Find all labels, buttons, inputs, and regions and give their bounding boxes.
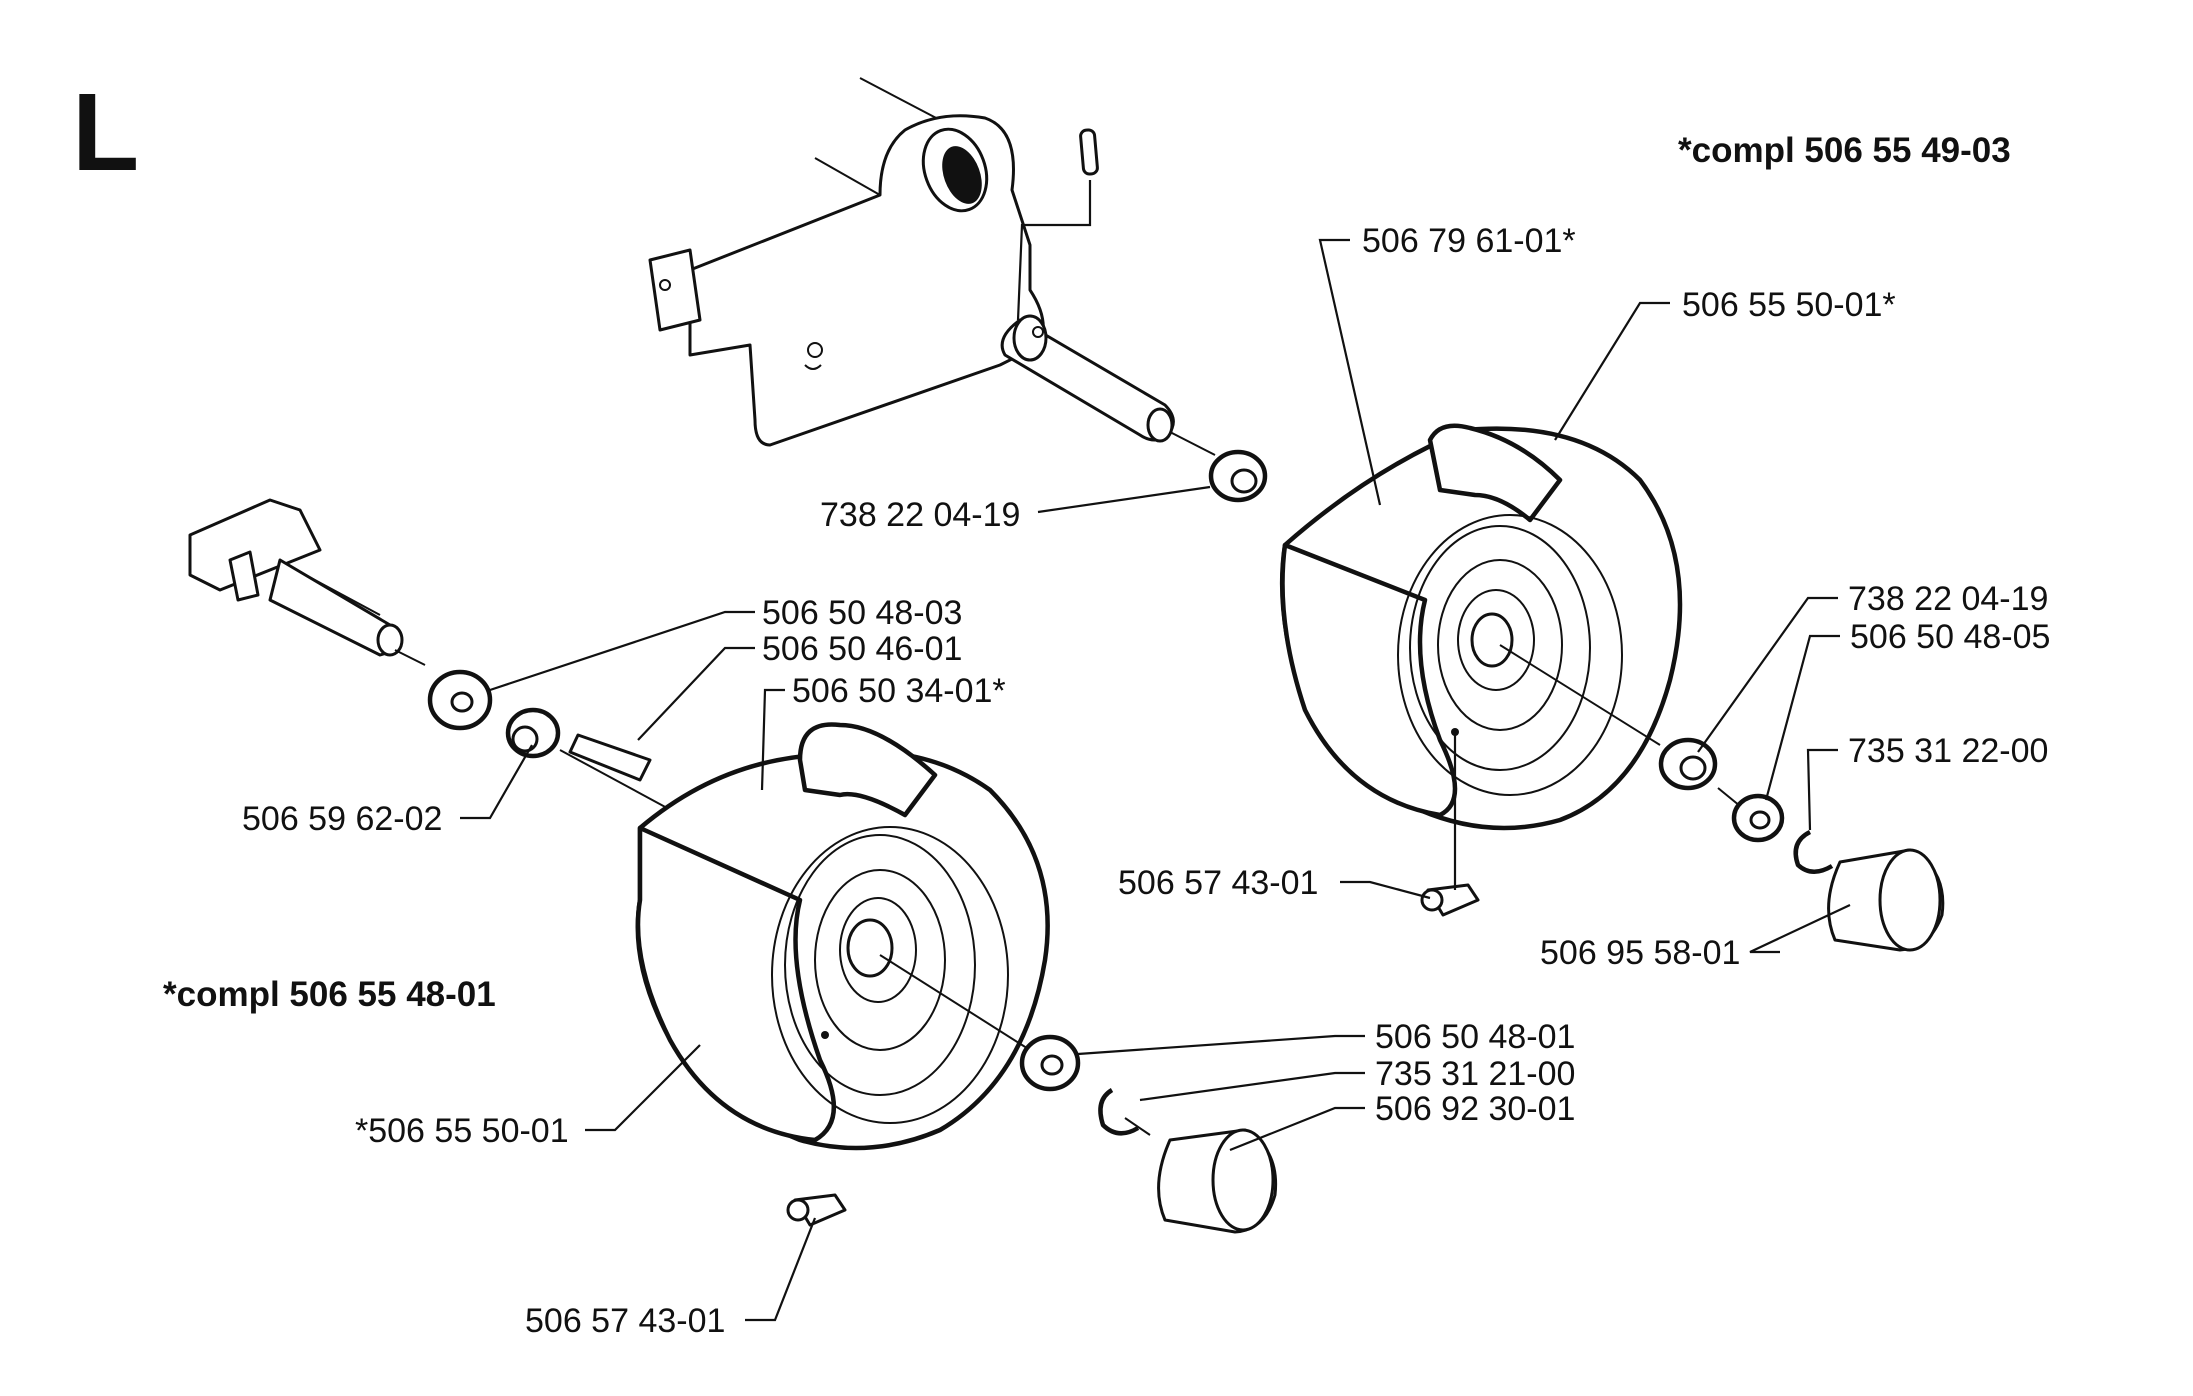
valve-506-57-43-01-right — [1420, 883, 1480, 917]
label-506-57-43-01-right: 506 57 43-01 — [1118, 864, 1318, 902]
bearing-738-22-04-19-right — [1658, 737, 1718, 791]
label-506-57-43-01-left: 506 57 43-01 — [525, 1302, 725, 1340]
hubcap-506-95-58-01 — [1827, 848, 1945, 952]
label-506-50-34-01: 506 50 34-01* — [792, 672, 1006, 710]
label-506-55-50-01-left: *506 55 50-01 — [355, 1112, 569, 1150]
hubcap-506-92-30-01 — [1157, 1128, 1278, 1234]
bushing-506-59-62-02 — [505, 707, 561, 759]
label-506-92-30-01: 506 92 30-01 — [1375, 1090, 1575, 1128]
assembly-label-right: *compl 506 55 49-03 — [1678, 131, 2011, 170]
washer-506-50-48-05 — [1731, 793, 1785, 843]
label-506-59-62-02: 506 59 62-02 — [242, 800, 442, 838]
assembly-label-left: *compl 506 55 48-01 — [163, 975, 496, 1014]
label-506-50-46-01: 506 50 46-01 — [762, 630, 962, 668]
left-axle-shaft — [188, 498, 426, 666]
washer-506-50-48-01 — [1019, 1034, 1081, 1092]
key-506-50-46-01 — [568, 733, 652, 782]
label-506-95-58-01: 506 95 58-01 — [1540, 934, 1740, 972]
label-506-55-50-01: 506 55 50-01* — [1682, 286, 1896, 324]
clip-735-31-22-00 — [1793, 829, 1834, 874]
valve-506-57-43-01-left — [786, 1193, 847, 1227]
right-wheel — [1279, 423, 1683, 831]
label-506-79-61-01: 506 79 61-01* — [1362, 222, 1576, 260]
clip-735-31-21-00 — [1098, 1088, 1151, 1136]
label-735-31-21-00: 735 31 21-00 — [1375, 1055, 1575, 1093]
leader-lines — [460, 180, 1851, 1322]
washer-506-50-48-03 — [427, 669, 493, 731]
label-735-31-22-00: 735 31 22-00 — [1848, 732, 2048, 770]
section-letter: L — [72, 71, 139, 194]
label-738-22-04-19-right: 738 22 04-19 — [1848, 580, 2048, 618]
label-506-50-48-05: 506 50 48-05 — [1850, 618, 2050, 656]
left-wheel — [635, 722, 1050, 1151]
label-738-22-04-19-top: 738 22 04-19 — [820, 496, 1020, 534]
label-506-50-48-03: 506 50 48-03 — [762, 594, 962, 632]
axle-bracket — [648, 77, 1268, 503]
label-506-50-48-01: 506 50 48-01 — [1375, 1018, 1575, 1056]
